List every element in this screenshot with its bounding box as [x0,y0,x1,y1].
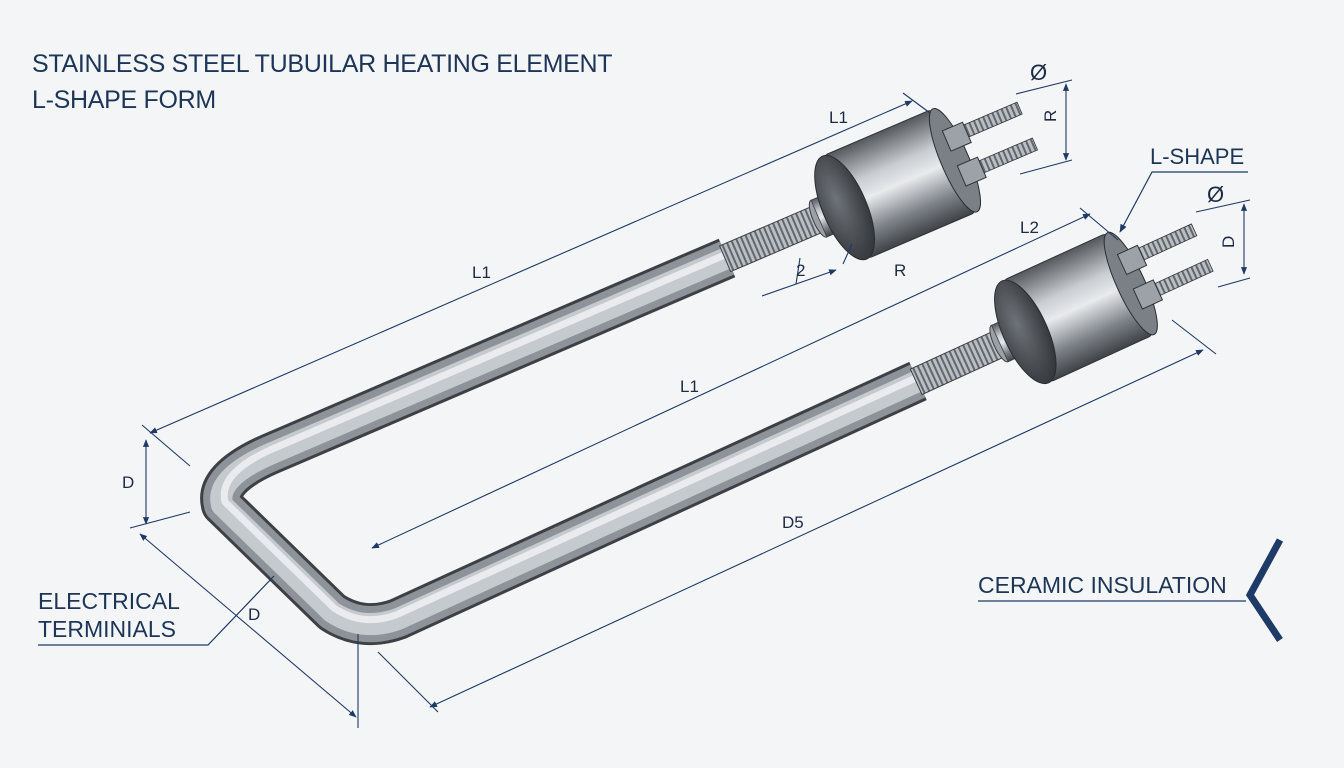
dimension-lines [129,79,1251,728]
label-d-bottom: D [248,605,260,624]
label-diameter-top: Ø [1030,60,1047,85]
label-l1-inner: L1 [680,377,699,396]
upper-terminal-stud-bottom [956,137,1039,187]
callout-labels: L-SHAPE CERAMIC INSULATION ELECTRICAL TE… [38,144,1244,642]
callout-ceramic-insulation: CERAMIC INSULATION [978,572,1227,598]
lower-terminal-stud-bottom [1132,258,1214,310]
label-dim-2: 2 [796,261,805,280]
tube-body [200,238,927,646]
leader-electrical-terminals [38,575,275,646]
dim-line-d-bottom [139,533,357,718]
label-l1-left: L1 [472,263,491,282]
label-d-left: D [122,473,134,492]
label-r-mid: R [894,261,906,280]
callout-electrical-terminals-line1: ELECTRICAL [38,588,180,614]
upper-terminal-assembly [718,101,1039,273]
dim-line-d5 [429,349,1204,708]
lower-terminal-assembly [909,223,1214,396]
label-d-right: D [1219,236,1238,248]
label-d5: D5 [782,513,804,532]
upper-terminal-stud-top [941,101,1023,152]
callout-leaders [38,171,1284,646]
leader-l-shape [1119,171,1248,233]
ceramic-insulation-chevron [1245,538,1284,642]
label-l2: L2 [1020,218,1039,237]
label-r-top: R [1041,110,1060,122]
label-diameter-right: Ø [1207,182,1224,207]
callout-electrical-terminals-line2: TERMINIALS [38,616,176,642]
lower-terminal-stud-top [1116,223,1198,276]
callout-l-shape: L-SHAPE [1150,144,1244,169]
label-l1-top: L1 [829,108,848,127]
dim-line-2 [761,269,837,297]
diagram-title: STAINLESS STEEL TUBUILAR HEATING ELEMENT [32,50,613,78]
dimension-labels: L1 L1 L1 L2 D5 D D R 2 R D Ø Ø [122,60,1238,624]
